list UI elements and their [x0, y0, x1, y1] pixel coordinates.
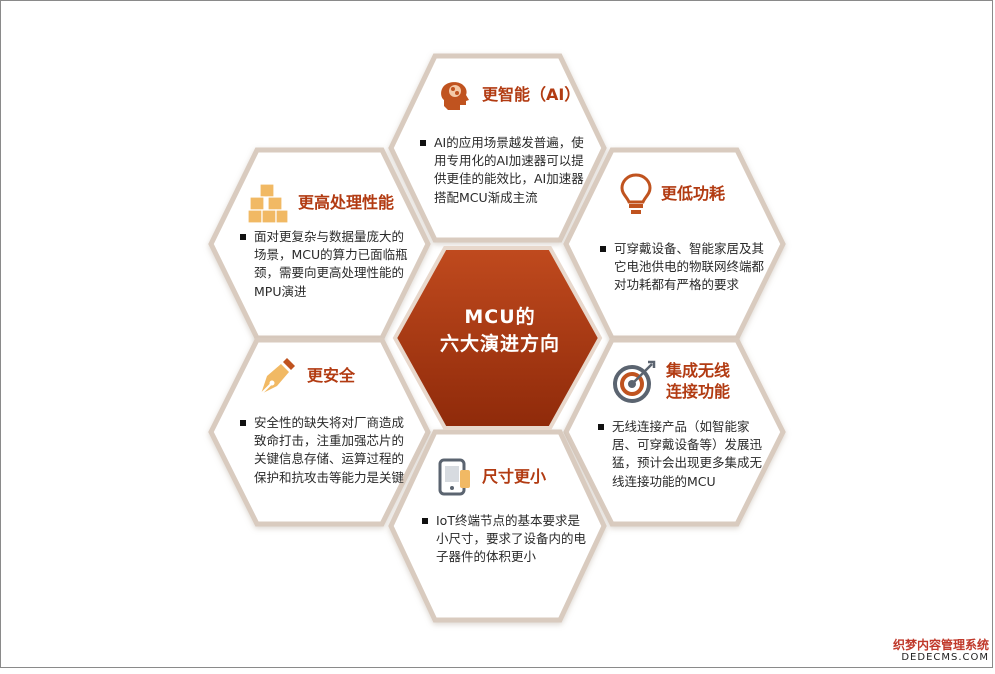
- node-perf-title: 更高处理性能: [298, 193, 395, 212]
- center-title-line2: 六大演进方向: [439, 333, 560, 355]
- lightbulb-icon: [620, 173, 652, 214]
- node-ai-title: 更智能（AI）: [482, 85, 581, 104]
- node-size-title: 尺寸更小: [482, 467, 547, 486]
- node-wireless-header: 集成无线连接功能: [612, 358, 738, 404]
- watermark-cn: 织梦内容管理系统: [892, 638, 989, 652]
- pen-nib-icon: [260, 358, 295, 395]
- node-perf-header: 更高处理性能: [246, 182, 394, 224]
- node-wireless-text: 无线连接产品（如智能家居、可穿戴设备等）发展迅猛，预计会出现更多集成无线连接功能…: [596, 418, 762, 491]
- phone-device-icon: [438, 458, 470, 496]
- node-security-title: 更安全: [307, 366, 356, 385]
- node-power-header: 更低功耗: [619, 172, 725, 216]
- node-security-text: 安全性的缺失将对厂商造成致命打击，注重加强芯片的关键信息存储、运算过程的保护和抗…: [238, 414, 414, 487]
- node-wireless-title: 集成无线连接功能: [666, 361, 731, 401]
- center-title-line1: MCU的: [464, 306, 536, 328]
- node-ai-header: 更智能（AI）: [436, 76, 580, 114]
- watermark-logo: 织梦内容管理系统 DEDECMS.COM: [893, 638, 989, 664]
- node-ai-text: AI的应用场景越发普遍，使用专用化的AI加速器可以提供更佳的能效比，AI加速器搭…: [418, 134, 596, 207]
- node-power-text: 可穿戴设备、智能家居及其它电池供电的物联网终端都对功耗都有严格的要求: [598, 240, 764, 295]
- node-security-header: 更安全: [255, 354, 355, 398]
- hex-size: [388, 429, 607, 623]
- node-power-title: 更低功耗: [661, 184, 726, 203]
- node-perf-text: 面对更复杂与数据量庞大的场景，MCU的算力已面临瓶颈，需要向更高处理性能的MPU…: [238, 228, 414, 301]
- watermark-en: DEDECMS.COM: [901, 652, 989, 663]
- hex-center: [392, 246, 603, 430]
- brain-head-icon: [441, 82, 469, 110]
- cubes-icon: [247, 183, 289, 224]
- center-title: MCU的 六大演进方向: [400, 304, 600, 358]
- target-icon: [613, 360, 656, 403]
- node-size-header: 尺寸更小: [436, 456, 546, 498]
- node-size-text: IoT终端节点的基本要求是小尺寸，要求了设备内的电子器件的体积更小: [420, 512, 586, 567]
- node-wireless-title-wrap: 集成无线连接功能: [666, 360, 738, 402]
